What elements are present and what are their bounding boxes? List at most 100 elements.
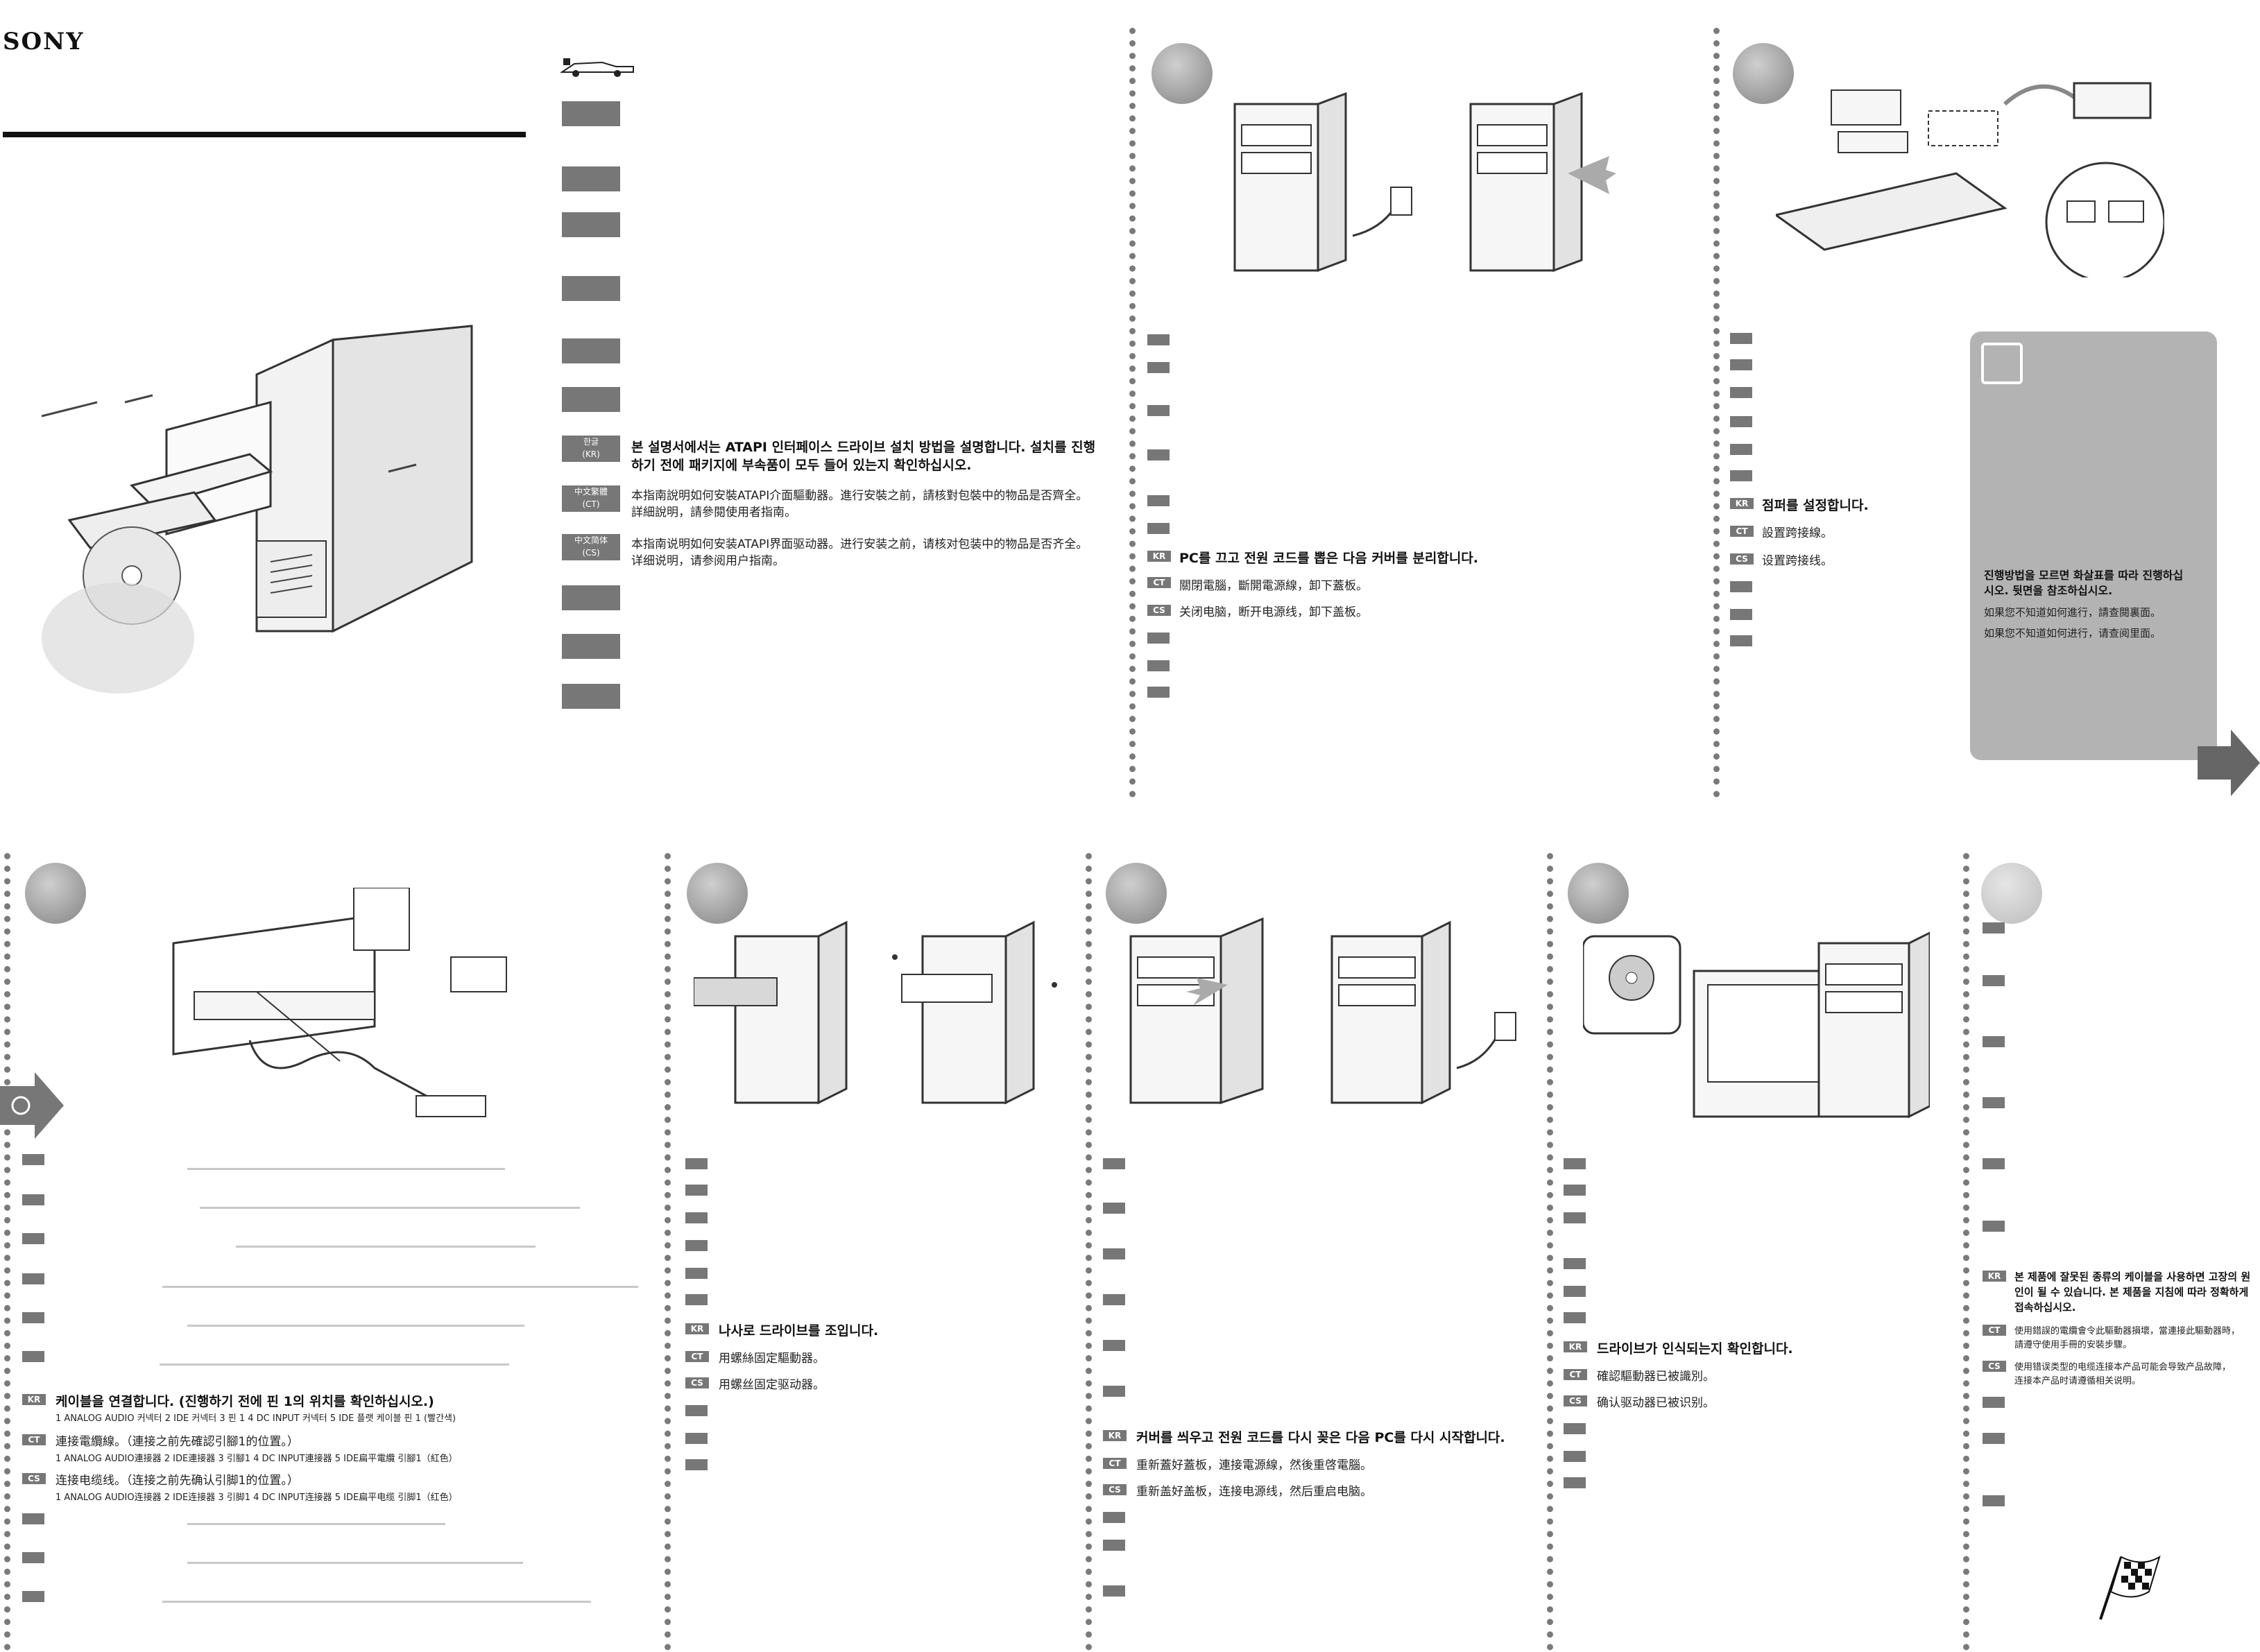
separator-bottom-col2 (665, 853, 671, 1651)
next-arrow-icon (2198, 730, 2260, 796)
note-icon (1981, 343, 2023, 384)
lang-tab (562, 338, 620, 363)
separator-bottom-col1 (4, 853, 10, 1651)
step-4-ct-tag: CT (685, 1351, 709, 1362)
step-3-ct-items: 1 ANALOG AUDIO連接器 2 IDE連接器 3 引腳1 4 DC IN… (55, 1454, 458, 1464)
step-6-kr-tag: KR (1564, 1341, 1587, 1352)
lang-tab (1983, 1495, 2005, 1506)
warning-kr-line2: 인이 될 수 있습니다. 본 제품을 지침에 따라 정확하게 (2014, 1286, 2249, 1298)
lang-tab (1147, 660, 1170, 671)
lang-tab (1983, 1036, 2005, 1047)
step-2-kr-text: 점퍼를 설정합니다. (1762, 498, 1869, 513)
warning-kr-tag: KR (1983, 1271, 2006, 1282)
lang-tab (1147, 362, 1170, 373)
step-3-ct-text: 連接電纜線。（連接之前先確認引腳1的位置。） (55, 1435, 299, 1449)
cover-illustration (42, 325, 473, 694)
lang-tab (1103, 1540, 1125, 1551)
lang-tab (1730, 359, 1752, 370)
lang-tab (1564, 1158, 1586, 1169)
lang-tab (1983, 922, 2005, 933)
lang-tab (685, 1405, 708, 1416)
step-2-ct-text: 設置跨接線。 (1762, 526, 1833, 540)
step-5-illustration (1129, 917, 1516, 1105)
lang-tab (685, 1158, 708, 1169)
lang-tab (1103, 1340, 1125, 1351)
step-5-cs-tag: CS (1103, 1484, 1127, 1495)
step-1-cs-tag: CS (1147, 605, 1171, 616)
lang-tab (1564, 1477, 1586, 1488)
step-1-illustration (1233, 92, 1616, 273)
step-5-kr-text: 커버를 씌우고 전원 코드를 다시 꽂은 다음 PC를 다시 시작합니다. (1136, 1430, 1505, 1445)
text-line (160, 1363, 509, 1366)
lang-tab (1147, 687, 1170, 698)
lang-tab (1564, 1286, 1586, 1297)
step-1-kr-text: PC를 끄고 전원 코드를 뽑은 다음 커버를 분리합니다. (1179, 551, 1478, 566)
lang-tab (685, 1212, 708, 1223)
step-5-ct-text: 重新蓋好蓋板，連接電源線，然後重啓電腦。 (1136, 1459, 1372, 1472)
lang-tab (1730, 635, 1752, 646)
intro-ct-line1: 本指南說明如何安裝ATAPI介面驅動器。進行安裝之前，請核對包裝中的物品是否齊全… (631, 489, 1088, 503)
lang-tab (1730, 470, 1752, 481)
step-2-kr-tag: KR (1730, 498, 1754, 509)
lang-tab (1147, 495, 1170, 506)
separator-top-col2 (1129, 28, 1136, 798)
step-1-ct-tag: CT (1147, 577, 1171, 588)
step-6-cs-tag: CS (1564, 1395, 1587, 1406)
lang-tab (1147, 334, 1170, 345)
brand-logo: SONY (3, 28, 85, 55)
step-2-cs-tag: CS (1730, 553, 1754, 565)
intro-kr-line1: 본 설명서에서는 ATAPI 인터페이스 드라이브 설치 방법을 설명합니다. … (631, 440, 1096, 455)
lang-tab (685, 1185, 708, 1196)
lang-tab (1983, 1097, 2005, 1108)
step-4-kr-text: 나사로 드라이브를 조입니다. (719, 1323, 879, 1339)
step-2-illustration (1776, 82, 2164, 277)
step-6-cs-text: 确认驱动器已被识别。 (1597, 1396, 1715, 1410)
separator-bottom-col3 (1086, 853, 1092, 1651)
note-ct-text: 如果您不知道如何進行，請查閱裏面。 (1984, 606, 2161, 619)
lang-tab (1103, 1294, 1125, 1305)
step-1-ct-text: 關閉電腦，斷開電源線，卸下蓋板。 (1179, 579, 1368, 593)
lang-tab (1564, 1423, 1586, 1434)
step-4-kr-tag: KR (685, 1323, 709, 1334)
lang-tab (1103, 1585, 1125, 1597)
step-3-kr-items: 1 ANALOG AUDIO 커넥터 2 IDE 커넥터 3 핀 1 4 DC … (55, 1413, 456, 1424)
lang-tab (1147, 633, 1170, 644)
step-6-illustration (1583, 931, 1930, 1119)
step-1-cs-text: 关闭电脑，断开电源线，卸下盖板。 (1179, 605, 1368, 619)
warning-ct-line1: 使用錯誤的電纜會令此驅動器損壞，當連接此驅動器時， (2014, 1326, 2241, 1336)
step-3-kr-text: 케이블을 연결합니다. (진행하기 전에 핀 1의 위치를 확인하십시오.) (55, 1394, 434, 1409)
text-line (187, 1562, 523, 1564)
step-3-badge (25, 863, 86, 924)
text-line (187, 1325, 524, 1327)
checkered-flag-icon (2099, 1555, 2161, 1620)
lang-tab (562, 634, 620, 659)
racecar-icon (560, 58, 634, 77)
step-2-badge (1733, 43, 1794, 104)
lang-tab (685, 1294, 708, 1305)
note-kr-line1: 진행방법을 모르면 화살표를 따라 진행하십 (1984, 569, 2184, 582)
lang-tab (22, 1194, 44, 1205)
intro-kr-line2: 하기 전에 패키지에 부속품이 모두 들어 있는지 확인하십시오. (631, 458, 972, 473)
lang-tab (1730, 416, 1752, 427)
note-kr-line2: 시오. 뒷면을 참조하십시오. (1984, 584, 2113, 597)
lang-tab (22, 1154, 44, 1165)
step-4-ct-text: 用螺絲固定驅動器。 (719, 1352, 825, 1366)
warning-cs-line2: 连接本产品时请遵循相关说明。 (2014, 1376, 2141, 1386)
warning-cs-tag: CS (1983, 1361, 2006, 1372)
intro-kr-tag: 한글 (KR) (562, 436, 620, 462)
intro-cs-line2: 详细说明，请参阅用户指南。 (631, 554, 785, 568)
text-line (162, 1601, 591, 1603)
text-line (187, 1168, 505, 1170)
step-1-kr-tag: KR (1147, 551, 1171, 562)
lang-tab (1147, 523, 1170, 534)
lang-tab (1983, 975, 2005, 986)
lang-tab (1103, 1512, 1125, 1523)
lang-tab (1147, 405, 1170, 416)
lang-tab (22, 1273, 44, 1284)
tip-arrow-icon (0, 1072, 64, 1139)
note-panel (1970, 332, 2217, 760)
lang-tab (1730, 581, 1752, 592)
lang-tab (562, 166, 620, 191)
lang-tab (22, 1591, 44, 1602)
step-3-kr-tag: KR (22, 1394, 46, 1405)
